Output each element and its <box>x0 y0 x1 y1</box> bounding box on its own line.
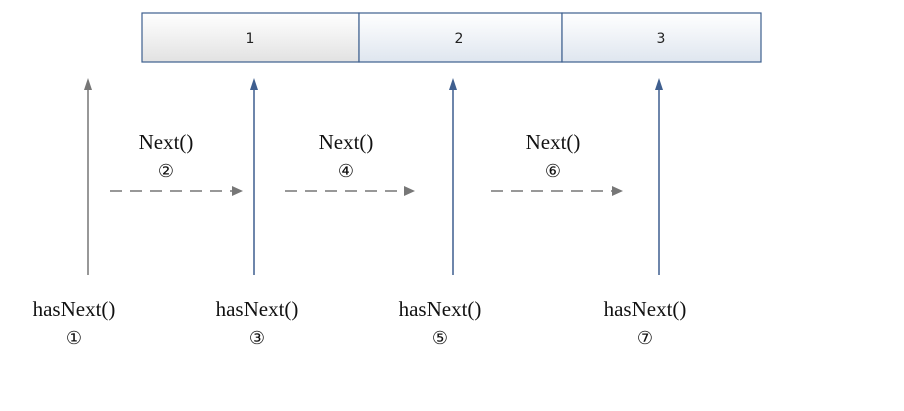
next-label-6: Next() <box>526 130 581 154</box>
collection-cell-3 <box>561 12 762 63</box>
collection-cell-1 <box>141 12 360 63</box>
has-next-arrow-5 <box>449 78 457 275</box>
next-arrow-2 <box>110 186 243 196</box>
has-next-arrow-3 <box>250 78 258 275</box>
collection-strip: 1 2 3 <box>141 12 762 63</box>
has-next-step-3: ③ <box>249 328 265 349</box>
next-arrow-6 <box>491 186 623 196</box>
next-step-6: ⑥ <box>545 161 561 182</box>
has-next-step-1: ① <box>66 328 82 349</box>
has-next-label-1: hasNext() <box>33 297 116 321</box>
has-next-label-5: hasNext() <box>399 297 482 321</box>
has-next-label-7: hasNext() <box>604 297 687 321</box>
next-arrow-4 <box>285 186 415 196</box>
has-next-arrow-7 <box>655 78 663 275</box>
has-next-step-5: ⑤ <box>432 328 448 349</box>
next-step-2: ② <box>158 161 174 182</box>
next-label-2: Next() <box>139 130 194 154</box>
has-next-step-7: ⑦ <box>637 328 653 349</box>
next-step-4: ④ <box>338 161 354 182</box>
collection-cell-2-label: 2 <box>455 31 464 47</box>
collection-cell-3-label: 3 <box>657 31 666 47</box>
collection-cell-1-label: 1 <box>246 31 255 47</box>
collection-cell-2 <box>358 12 563 63</box>
next-label-4: Next() <box>319 130 374 154</box>
has-next-label-3: hasNext() <box>216 297 299 321</box>
has-next-arrow-1 <box>84 78 92 275</box>
